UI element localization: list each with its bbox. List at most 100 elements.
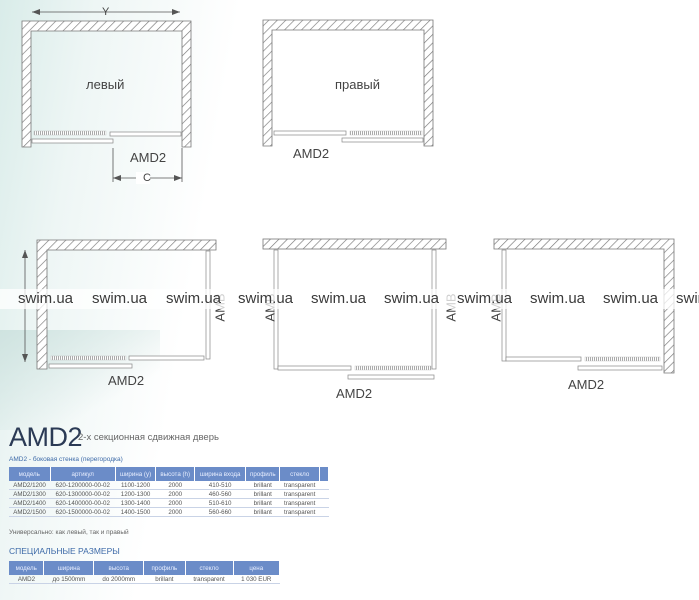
diagram-left [21,9,192,184]
cell: brillant [143,575,186,584]
dim-c-label: C [143,172,151,184]
cell: 2000 [155,481,195,490]
watermark: swim.ua [384,290,440,307]
model-label: AMD2 [293,146,330,161]
table-header: модель ширина высота профиль стекло цена [9,561,280,575]
door-panel-fixed [349,130,423,136]
door-panel [48,363,133,369]
column-header: высота (h) [155,467,196,481]
special-table: модель ширина высота профиль стекло цена… [9,561,280,584]
cell: brillant [245,489,280,499]
door-panel-fixed [50,355,127,361]
door-panel [128,355,205,361]
watermark: swim.ua [166,290,222,307]
watermark: swim.ua [311,290,367,307]
column-header: ширина входа [194,467,247,481]
background-accent [0,330,160,430]
watermark: swim.ua [92,290,148,307]
cell [319,498,329,508]
door-panel [505,356,582,362]
diagram-right [262,19,434,147]
door-panel [31,138,114,144]
side-panel [273,249,279,370]
cell: 1 030 EUR [233,575,280,584]
wall [21,20,192,148]
model-label: AMD2 [336,386,373,401]
door-panel [273,130,347,136]
watermark: swim.ua [238,290,294,307]
cell: transparent [279,489,320,499]
cell: do 2000mm [93,575,144,584]
column-header: стекло [279,467,320,481]
cell: 620-1500000-00-02 [50,507,116,517]
cell: AMD2/1300 [9,489,51,499]
cell: 620-1300000-00-02 [50,489,116,499]
cell: brillant [245,498,280,508]
special-sizes-heading: СПЕЦИАЛЬНЫЕ РАЗМЕРЫ [9,546,120,556]
column-header: модель [9,467,51,481]
column-header: ширина [43,561,95,575]
main-table: модель артикул ширина (y) высота (h) шир… [9,467,329,517]
universal-note: Универсально: как левый, так и правый [9,529,129,536]
column-header: артикул [50,467,116,481]
cell: 2000 [155,489,195,499]
cell: 510-610 [194,498,246,508]
column-header: модель [9,561,45,575]
watermark: swim.ua [603,290,659,307]
door-panel [577,365,663,371]
cell: AMD2 [9,575,44,584]
cell: до 1500mm [43,575,94,584]
column-header: стекло [185,561,234,575]
product-title: AMD2 [9,422,83,452]
cell: transparent [185,575,233,584]
column-header [319,467,329,481]
shower-diagrams [21,9,675,380]
model-label: AMD2 [130,150,167,165]
door-panel-fixed [584,356,661,362]
cell: transparent [279,481,320,490]
wall [262,19,434,147]
cell: AMD2/1500 [9,507,51,517]
cell: AMD2/1400 [9,498,51,508]
wall [493,238,675,374]
cell: 2000 [155,498,195,508]
cell: AMD2/1200 [9,481,51,490]
cell: 1200-1300 [115,489,156,499]
cell: 2000 [155,507,195,517]
column-header: профиль [143,561,186,575]
cell: transparent [279,498,320,508]
door-panel [109,131,182,137]
cell: 410-510 [194,481,246,490]
side-wall-note: AMD2 - боковая стенка (перегородка) [9,456,123,463]
cell [319,489,329,499]
cell [319,481,329,490]
door-panel [341,137,424,143]
door-panel [277,365,352,371]
watermark: swim.ua [530,290,586,307]
door-panel-fixed [354,365,432,371]
cell: 620-1400000-00-02 [50,498,116,508]
dim-y-label: Y [102,6,110,18]
cell: 1300-1400 [115,498,156,508]
door-panel [347,374,435,380]
column-header: ширина (y) [115,467,157,481]
left-label: левый [86,77,125,92]
cell: 1100-1200 [115,481,156,490]
table-header: модель артикул ширина (y) высота (h) шир… [9,467,329,481]
cell: 1400-1500 [115,507,156,517]
model-label: AMD2 [568,377,605,392]
column-header: цена [233,561,280,575]
cell: 460-560 [194,489,246,499]
cell: 560-660 [194,507,246,517]
cell [319,507,329,517]
watermark: swim.ua [676,290,699,307]
diagram-u-shape [262,238,447,380]
column-header: высота [93,561,145,575]
door-panel-fixed [33,130,107,136]
watermark-band: swim.ua swim.ua swim.ua swim.ua swim.ua … [0,289,699,309]
side-panel [431,249,437,370]
right-label: правый [335,77,381,92]
